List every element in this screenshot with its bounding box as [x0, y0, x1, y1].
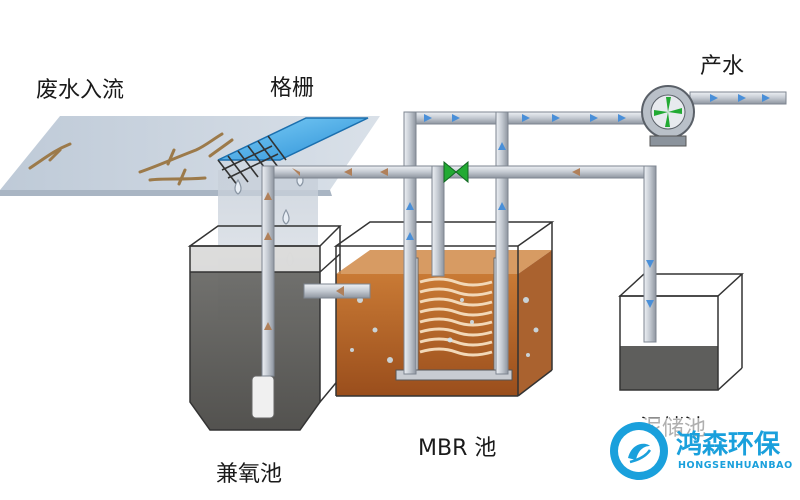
anoxic-tank [187, 225, 342, 431]
logo-mark-icon [610, 422, 668, 480]
debris-twigs [28, 132, 234, 186]
label-product-water: 产水 [700, 54, 745, 79]
label-anoxic-tank: 兼氧池 [216, 462, 283, 487]
return-arrows [264, 168, 580, 330]
product-pump [641, 85, 695, 147]
green-valve [443, 160, 469, 184]
screen-grating [217, 117, 369, 187]
submersible-pump [251, 375, 275, 419]
label-screen: 格栅 [270, 76, 315, 101]
logo-brand-subtitle: HONGSENHUANBAO [678, 460, 793, 471]
logo-brand-name: 鸿森环保 [676, 430, 781, 460]
label-wastewater-inflow: 废水入流 [36, 78, 125, 103]
brand-logo: 鸿森环保 HONGSENHUANBAO [604, 418, 800, 490]
flow-arrows [406, 94, 770, 308]
aeration-bubbles [350, 297, 539, 363]
label-mbr-tank: MBR 池 [418, 436, 497, 461]
sludge-tank [618, 273, 744, 391]
